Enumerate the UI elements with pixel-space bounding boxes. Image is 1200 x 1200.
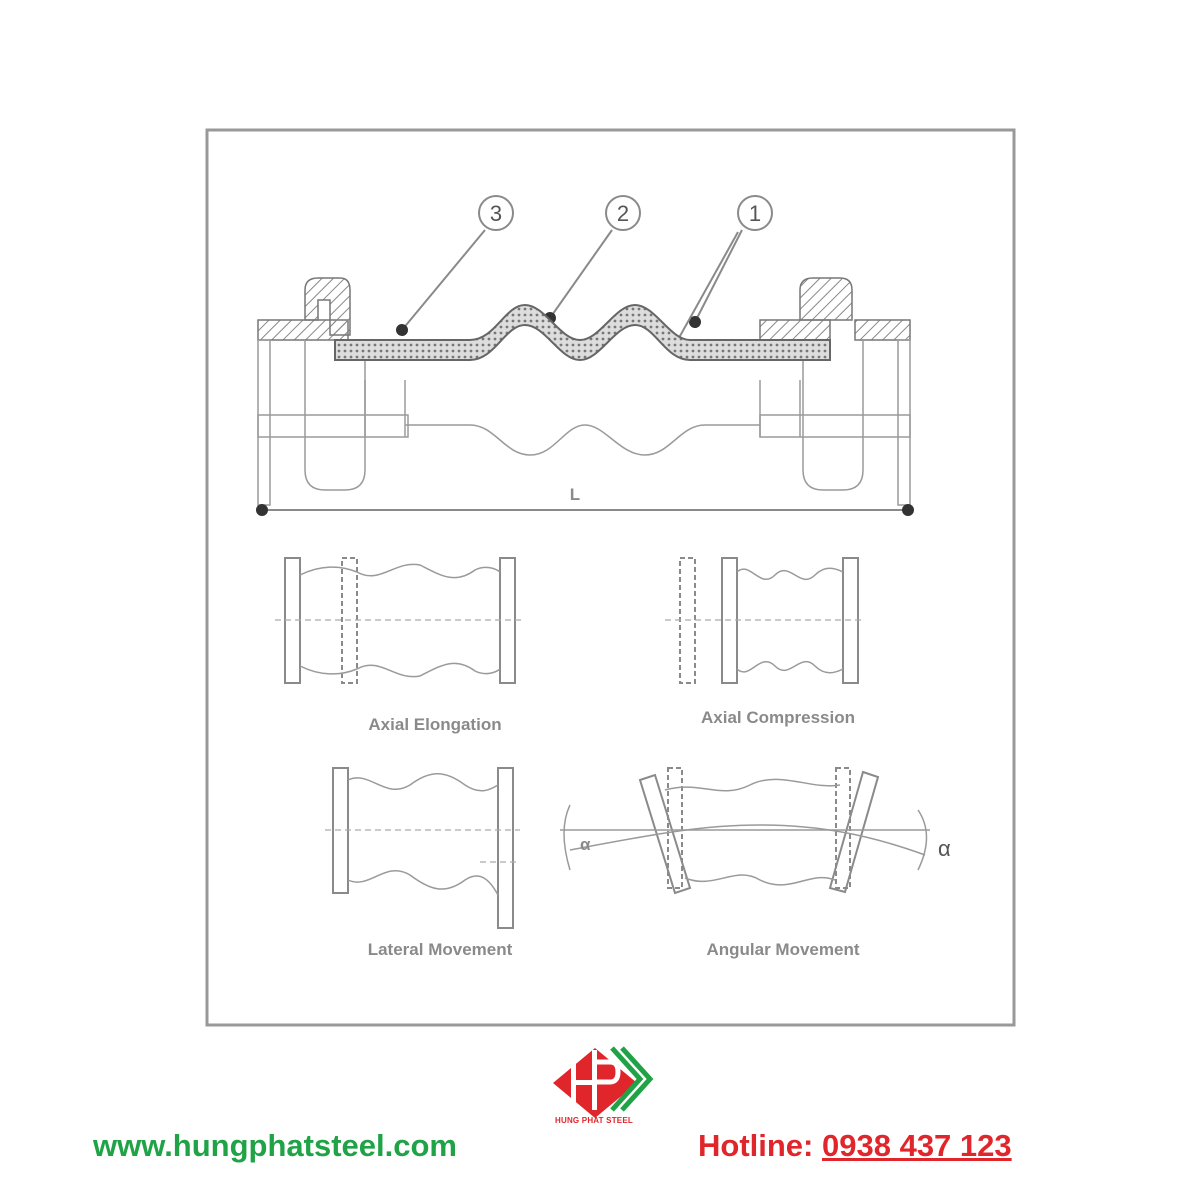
dimension-label-L: L (570, 485, 580, 504)
hotline-number-link[interactable]: 0938 437 123 (822, 1128, 1012, 1163)
axial-compression-view: Axial Compression (665, 557, 865, 727)
callout-3-number: 3 (490, 201, 502, 226)
callout-1: 1 (669, 195, 773, 351)
angle-alpha-right: α (938, 836, 951, 861)
website-link[interactable]: www.hungphatsteel.com (93, 1128, 457, 1163)
callout-2: 2 (544, 195, 641, 324)
hotline-label: Hotline: (698, 1128, 822, 1163)
lateral-movement-label: Lateral Movement (368, 940, 513, 959)
hotline: Hotline: 0938 437 123 (698, 1128, 1012, 1164)
main-section-view: L (256, 277, 914, 516)
callout-2-number: 2 (617, 201, 629, 226)
hung-phat-logo (553, 1046, 654, 1118)
axial-elongation-label: Axial Elongation (368, 715, 501, 734)
callout-1-number: 1 (749, 201, 761, 226)
angular-movement-view: α α Angular Movement (560, 767, 951, 959)
diagram-frame (205, 128, 1016, 1027)
callout-3: 3 (396, 195, 514, 336)
axial-compression-label: Axial Compression (701, 708, 855, 727)
lateral-movement-view: Lateral Movement (325, 767, 520, 959)
angle-alpha-left: α (580, 835, 591, 854)
angular-movement-label: Angular Movement (706, 940, 859, 959)
axial-elongation-view: Axial Elongation (275, 557, 525, 734)
logo-text: HUNG PHAT STEEL (555, 1116, 633, 1125)
